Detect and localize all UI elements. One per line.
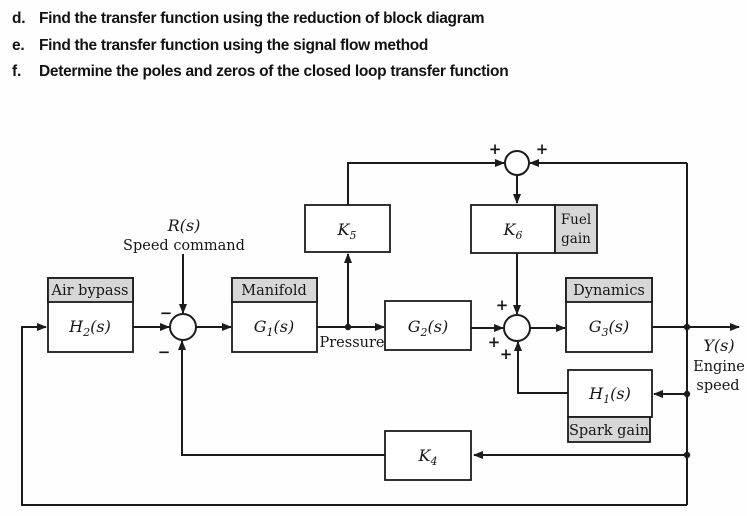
question-letter: f.: [12, 63, 22, 80]
block-header: [565, 277, 653, 303]
pressure-label: Pressure: [319, 335, 384, 351]
block-g2: G2(s): [384, 300, 472, 351]
outer-feedback-line: [21, 323, 687, 506]
block-frame: [384, 430, 472, 481]
block-label: G3(s): [589, 317, 629, 339]
block-header: [47, 277, 134, 303]
question-letter: d.: [12, 10, 26, 27]
question-text: Find the transfer function using the sig…: [39, 36, 429, 54]
question-list: d. Find the transfer function using the …: [12, 6, 509, 86]
block-air-bypass: Air bypass H2(s): [47, 277, 134, 353]
output-caption-line2: speed: [696, 378, 739, 394]
reference-input-caption: Speed command: [123, 238, 245, 254]
output-symbol: Y(s): [703, 336, 734, 355]
sumtop-right-sign: +: [536, 140, 549, 158]
block-k6: K6 Fuel gain: [470, 204, 598, 254]
block-label: G2(s): [408, 317, 448, 339]
k4-output-line: [178, 340, 385, 456]
block-frame: [304, 204, 391, 253]
block-label: H1(s): [588, 384, 631, 406]
question-item-d: d. Find the transfer function using the …: [12, 6, 508, 33]
block-frame: [384, 300, 472, 351]
block-label: H2(s): [68, 317, 111, 339]
sum1-left-sign: −: [160, 304, 173, 322]
summing-junctions: − − + + + + +: [158, 140, 549, 363]
sum2-top-sign: +: [496, 296, 509, 314]
sum2-left-sign: +: [488, 333, 501, 351]
question-text: Find the transfer function using the red…: [39, 10, 485, 27]
block-label: K5: [337, 220, 357, 242]
block-h1: H1(s) Spark gain: [567, 369, 653, 443]
block-manifold: Manifold G1(s): [231, 277, 318, 353]
summing-junction-2: [503, 314, 531, 342]
fuel-gain-label-line2: gain: [561, 231, 591, 247]
pressure-branch-dot: [344, 323, 352, 331]
signal-labels: R(s) Speed command Pressure Y(s) Engine …: [123, 216, 745, 394]
question-item-e: e. Find the transfer function using the …: [12, 33, 508, 60]
block-header-label: Air bypass: [51, 283, 129, 299]
block-k5: K5: [304, 204, 391, 253]
spark-gain-tag: [567, 416, 651, 443]
block-frame: [470, 204, 556, 254]
question-letter: e.: [12, 36, 25, 54]
h1-branch-dot: [683, 390, 691, 398]
fuel-gain-tag: [554, 204, 598, 254]
sum2-bottom-sign: +: [500, 345, 513, 363]
sumtop-left-sign: +: [489, 140, 502, 158]
branch-dots: [344, 323, 691, 459]
reference-input-symbol: R(s): [167, 216, 201, 235]
signal-lines: [21, 159, 740, 506]
summing-junction-1: [169, 313, 197, 341]
k5-output-line: [347, 159, 505, 205]
block-label: K6: [503, 220, 523, 242]
block-dynamics: Dynamics G3(s): [565, 277, 653, 353]
question-text: Determine the poles and zeros of the clo…: [39, 63, 509, 80]
output-caption-line1: Engine: [693, 359, 745, 375]
h1-output-line: [514, 341, 568, 394]
output-branch-dot: [683, 323, 691, 331]
block-header-label: Manifold: [241, 283, 306, 299]
block-header-label: Dynamics: [573, 283, 645, 299]
block-label: K4: [418, 446, 438, 468]
question-item-f: f. Determine the poles and zeros of the …: [12, 59, 509, 86]
spark-gain-label: Spark gain: [569, 423, 649, 439]
block-k4: K4: [384, 430, 472, 481]
block-frame: [567, 369, 653, 418]
k4-branch-dot: [683, 451, 691, 459]
block-header: [231, 277, 318, 303]
summing-junction-top: [504, 150, 530, 176]
fuel-gain-label-line1: Fuel: [561, 212, 591, 228]
sum1-bottom-sign: −: [158, 343, 171, 361]
block-label: G1(s): [254, 317, 294, 339]
